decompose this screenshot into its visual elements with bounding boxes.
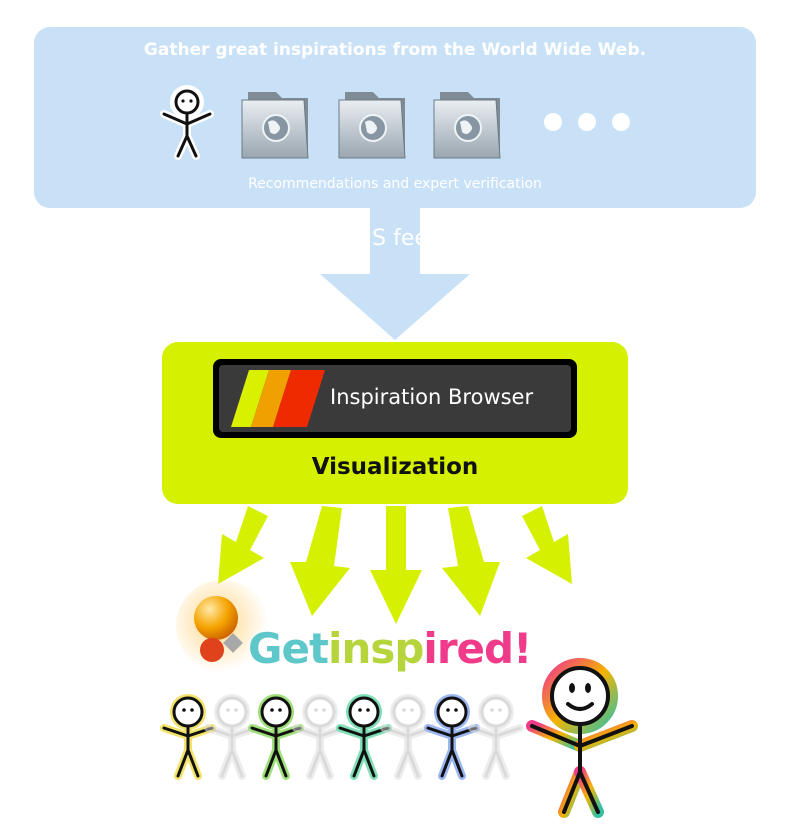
visualization-label: Visualization — [311, 454, 479, 480]
fan-out-arrows-icon — [218, 506, 572, 624]
globe-folder-icon — [338, 92, 406, 159]
browser-inner — [219, 365, 571, 432]
down-arrow-icon — [320, 206, 470, 340]
crowd-person — [248, 694, 304, 780]
globe-folder-icon — [241, 92, 309, 159]
headline-part: insp — [328, 624, 424, 673]
browser-app-name: Inspiration Browser — [330, 385, 534, 409]
crowd-person — [336, 694, 392, 780]
crowd-person — [380, 694, 436, 780]
sources-caption: Recommendations and expert verification — [248, 176, 542, 192]
sources-title: Gather great inspirations from the World… — [143, 40, 647, 60]
crowd-person — [160, 694, 216, 780]
crowd-person — [468, 694, 524, 780]
globe-folder-icon — [433, 92, 501, 159]
light-bulb-icon — [176, 580, 268, 672]
crowd-person — [204, 694, 260, 780]
ellipsis-dots-icon — [544, 113, 630, 131]
headline-part: Get — [248, 624, 329, 673]
big-person-icon — [526, 658, 638, 818]
arrow-label: S fee — [372, 226, 428, 251]
crowd-person — [292, 694, 348, 780]
headline-part: ired! — [423, 624, 532, 673]
crowd-icon — [160, 694, 524, 780]
get-inspired-headline: Get inspired! — [248, 624, 532, 673]
color-stripes-icon — [231, 370, 325, 427]
person-icon — [160, 85, 214, 160]
crowd-person — [424, 694, 480, 780]
